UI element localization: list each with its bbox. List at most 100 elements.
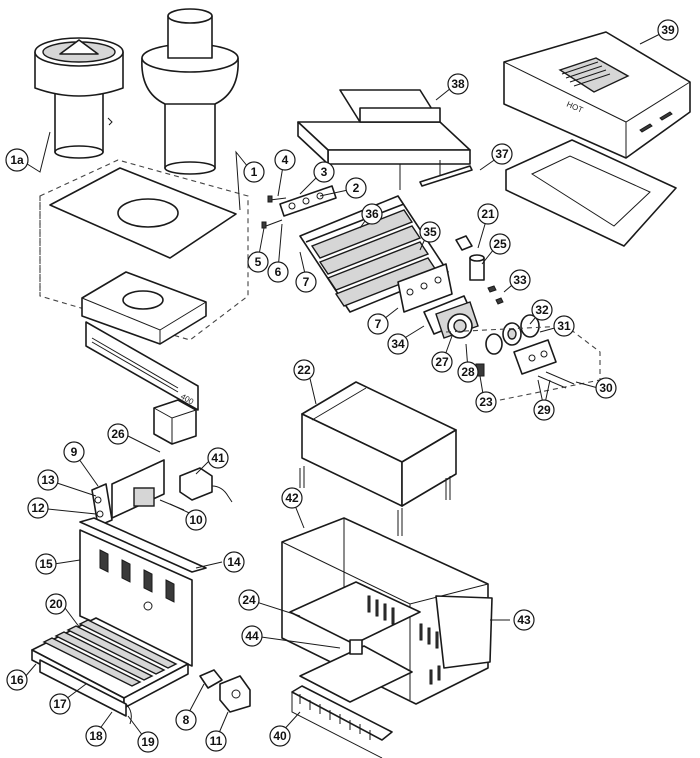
callout-17: 17 (49, 693, 71, 715)
callout-3: 3 (313, 161, 335, 183)
callout-5-label: 5 (255, 255, 262, 269)
callout-43: 43 (513, 609, 535, 631)
callout-19-label: 19 (141, 735, 155, 749)
callout-2-label: 2 (353, 181, 360, 195)
callout-39-label: 39 (661, 23, 675, 37)
callout-23-label: 23 (479, 395, 493, 409)
callout-7-upper: 7 (295, 271, 317, 293)
callout-19: 19 (137, 731, 159, 753)
control-valve-group (423, 235, 601, 403)
callout-10: 10 (185, 509, 207, 531)
callout-40: 40 (269, 725, 291, 747)
callout-1: 1 (243, 161, 265, 183)
callout-22: 22 (293, 359, 315, 381)
callout-15-label: 15 (39, 557, 53, 571)
callout-34: 34 (387, 333, 409, 355)
callout-33-label: 33 (513, 273, 527, 287)
callout-20-label: 20 (49, 597, 63, 611)
vent-cap-1 (141, 8, 239, 175)
callout-5: 5 (247, 251, 269, 273)
callout-38: 38 (447, 73, 469, 95)
callout-7-upper-label: 7 (303, 275, 310, 289)
control-bracket-26 (153, 399, 233, 503)
callout-9: 9 (63, 441, 85, 463)
callout-2: 2 (345, 177, 367, 199)
callout-10-label: 10 (189, 513, 203, 527)
callout-24-label: 24 (242, 593, 256, 607)
callout-21-label: 21 (481, 207, 495, 221)
callout-32: 32 (531, 299, 553, 321)
callout-39: 39 (657, 19, 679, 41)
callout-14-label: 14 (227, 555, 241, 569)
callout-11: 11 (205, 730, 227, 752)
callout-31-label: 31 (557, 319, 571, 333)
callout-41-label: 41 (211, 451, 225, 465)
callout-42-label: 42 (285, 491, 299, 505)
callout-26: 26 (107, 423, 129, 445)
top-cover-39: HOT (503, 31, 691, 159)
callout-6-label: 6 (275, 265, 282, 279)
header-assembly (261, 185, 337, 229)
draft-hood-box (39, 159, 249, 345)
callout-40-label: 40 (273, 729, 287, 743)
callout-18: 18 (85, 725, 107, 747)
combustion-frame-22 (299, 381, 457, 536)
callout-13-label: 13 (41, 473, 55, 487)
small-components (199, 669, 251, 713)
callout-7-lower: 7 (367, 313, 389, 335)
callout-21: 21 (477, 203, 499, 225)
callout-29-label: 29 (537, 403, 551, 417)
top-flange (505, 139, 677, 247)
callout-31: 31 (553, 315, 575, 337)
heat-exchanger-36 (299, 195, 453, 313)
callout-27: 27 (431, 351, 453, 373)
callout-22-label: 22 (297, 363, 311, 377)
baffle-37 (419, 165, 473, 187)
callout-8: 8 (175, 709, 197, 731)
callout-17-label: 17 (53, 697, 67, 711)
callout-1-label: 1 (251, 165, 258, 179)
callout-18-label: 18 (89, 729, 103, 743)
callout-44: 44 (241, 625, 263, 647)
cabinet-vents (367, 595, 441, 685)
callout-8-label: 8 (183, 713, 190, 727)
callout-6: 6 (267, 261, 289, 283)
callout-15: 15 (35, 553, 57, 575)
callout-28: 28 (457, 361, 479, 383)
callout-35: 35 (419, 221, 441, 243)
callout-34-label: 34 (391, 337, 405, 351)
callout-25: 25 (489, 233, 511, 255)
front-panel: 400 (85, 321, 199, 411)
callout-9-label: 9 (71, 445, 78, 459)
callout-14: 14 (223, 551, 245, 573)
callout-43-label: 43 (517, 613, 531, 627)
callout-28-label: 28 (461, 365, 475, 379)
callout-37-label: 37 (495, 147, 509, 161)
callout-35-label: 35 (423, 225, 437, 239)
callout-16: 16 (6, 669, 28, 691)
callout-4: 4 (274, 149, 296, 171)
callout-11-label: 11 (210, 734, 223, 748)
callout-29: 29 (533, 399, 555, 421)
callout-36: 36 (361, 203, 383, 225)
callout-7-lower-label: 7 (375, 317, 382, 331)
callout-41: 41 (207, 447, 229, 469)
base-pan-40 (291, 685, 393, 758)
cabinet-42 (281, 517, 493, 705)
callout-12: 12 (27, 497, 49, 519)
callout-23: 23 (475, 391, 497, 413)
callout-32-label: 32 (535, 303, 549, 317)
callout-4-label: 4 (282, 153, 289, 167)
burner-tray-assembly (31, 617, 189, 725)
callout-38-label: 38 (451, 77, 465, 91)
vent-cap-1a (34, 37, 124, 159)
callout-1a: 1a (5, 148, 29, 172)
callout-44-label: 44 (245, 629, 259, 643)
callout-42: 42 (281, 487, 303, 509)
callout-25-label: 25 (493, 237, 507, 251)
callout-30-label: 30 (599, 381, 613, 395)
callout-20: 20 (45, 593, 67, 615)
callout-30: 30 (595, 377, 617, 399)
callout-27-label: 27 (435, 355, 449, 369)
